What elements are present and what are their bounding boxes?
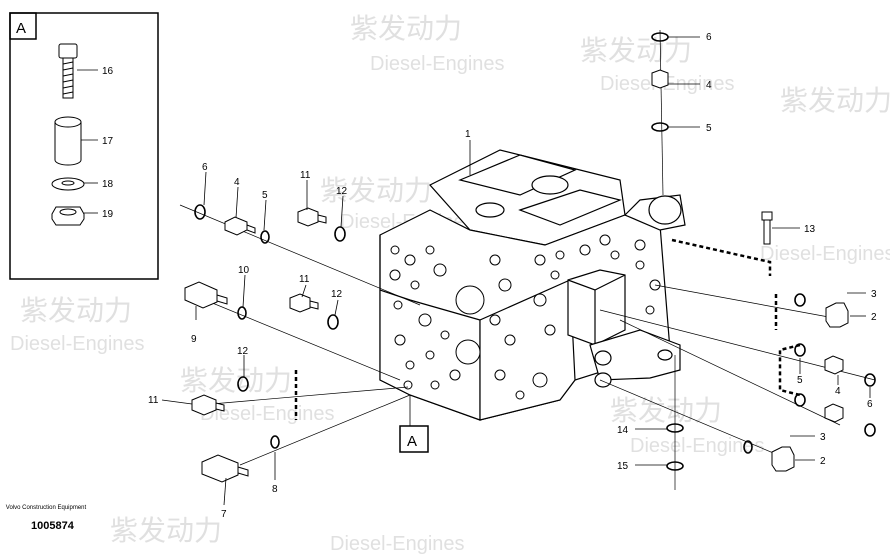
footer-company: Volvo Construction Equipment [5, 505, 87, 511]
svg-text:紫发动力: 紫发动力 [780, 85, 890, 116]
callout-leaders [161, 36, 871, 506]
callout-3: 3 [871, 289, 877, 300]
svg-text:Diesel-Engines: Diesel-Engines [630, 435, 765, 457]
svg-text:紫发动力: 紫发动力 [610, 395, 722, 426]
footer-drawing-number: 1005874 [31, 520, 74, 532]
callout-7: 7 [221, 509, 227, 520]
svg-text:Diesel-Engines: Diesel-Engines [330, 533, 465, 554]
callout-17: 17 [102, 136, 114, 147]
control-valve-block [379, 149, 686, 421]
callout-10: 10 [238, 265, 250, 276]
callout-8: 8 [272, 484, 278, 495]
svg-text:紫发动力: 紫发动力 [20, 295, 132, 326]
svg-text:紫发动力: 紫发动力 [180, 365, 292, 396]
svg-text:紫发动力: 紫发动力 [350, 13, 462, 44]
callout-3b: 3 [820, 432, 826, 443]
callout-6b: 6 [706, 32, 712, 43]
nut-part [51, 206, 85, 226]
svg-text:Diesel-Engines: Diesel-Engines [370, 53, 505, 75]
callout-2b: 2 [820, 456, 826, 467]
bolt-part [58, 43, 78, 99]
svg-text:紫发动力: 紫发动力 [110, 515, 222, 546]
callout-5: 5 [262, 190, 268, 201]
callout-4b: 4 [706, 80, 712, 91]
callout-19: 19 [102, 209, 114, 220]
explosion-lines [179, 29, 876, 490]
washer-part [51, 177, 85, 191]
callout-15: 15 [617, 461, 629, 472]
callout-2: 2 [871, 312, 877, 323]
svg-text:紫发动力: 紫发动力 [580, 35, 692, 66]
callout-18: 18 [102, 179, 114, 190]
callout-6: 6 [202, 162, 208, 173]
callout-5c: 5 [797, 375, 803, 386]
inset-leaders [77, 69, 98, 214]
callout-12c: 12 [237, 346, 249, 357]
detail-inset [9, 12, 159, 280]
callout-11c: 11 [148, 395, 159, 406]
inset-label: A [16, 20, 26, 37]
sleeve-part [54, 116, 82, 166]
svg-text:Diesel-Engines: Diesel-Engines [200, 403, 335, 425]
callout-12b: 12 [331, 289, 343, 300]
callout-11b: 11 [299, 274, 310, 285]
svg-text:Diesel-Engines: Diesel-Engines [10, 333, 145, 355]
callout-12: 12 [336, 186, 348, 197]
callout-5b: 5 [706, 123, 712, 134]
callout-9: 9 [191, 334, 197, 345]
section-label-box [399, 425, 429, 453]
callout-6c: 6 [867, 399, 873, 410]
callout-16: 16 [102, 66, 114, 77]
callout-11: 11 [300, 170, 311, 181]
reference-brackets [294, 238, 801, 420]
callout-4: 4 [234, 177, 240, 188]
callout-labels: 1 6 4 5 11 12 10 11 12 9 12 11 8 7 6 4 5… [102, 32, 877, 520]
callout-13: 13 [804, 224, 816, 235]
svg-text:紫发动力: 紫发动力 [320, 175, 432, 206]
callout-14: 14 [617, 425, 629, 436]
section-label: A [407, 433, 417, 450]
callout-4c: 4 [835, 386, 841, 397]
callout-1: 1 [465, 129, 471, 140]
fittings [184, 69, 849, 483]
svg-text:Diesel-Engines: Diesel-Engines [760, 243, 890, 265]
valve-ports [389, 234, 661, 400]
